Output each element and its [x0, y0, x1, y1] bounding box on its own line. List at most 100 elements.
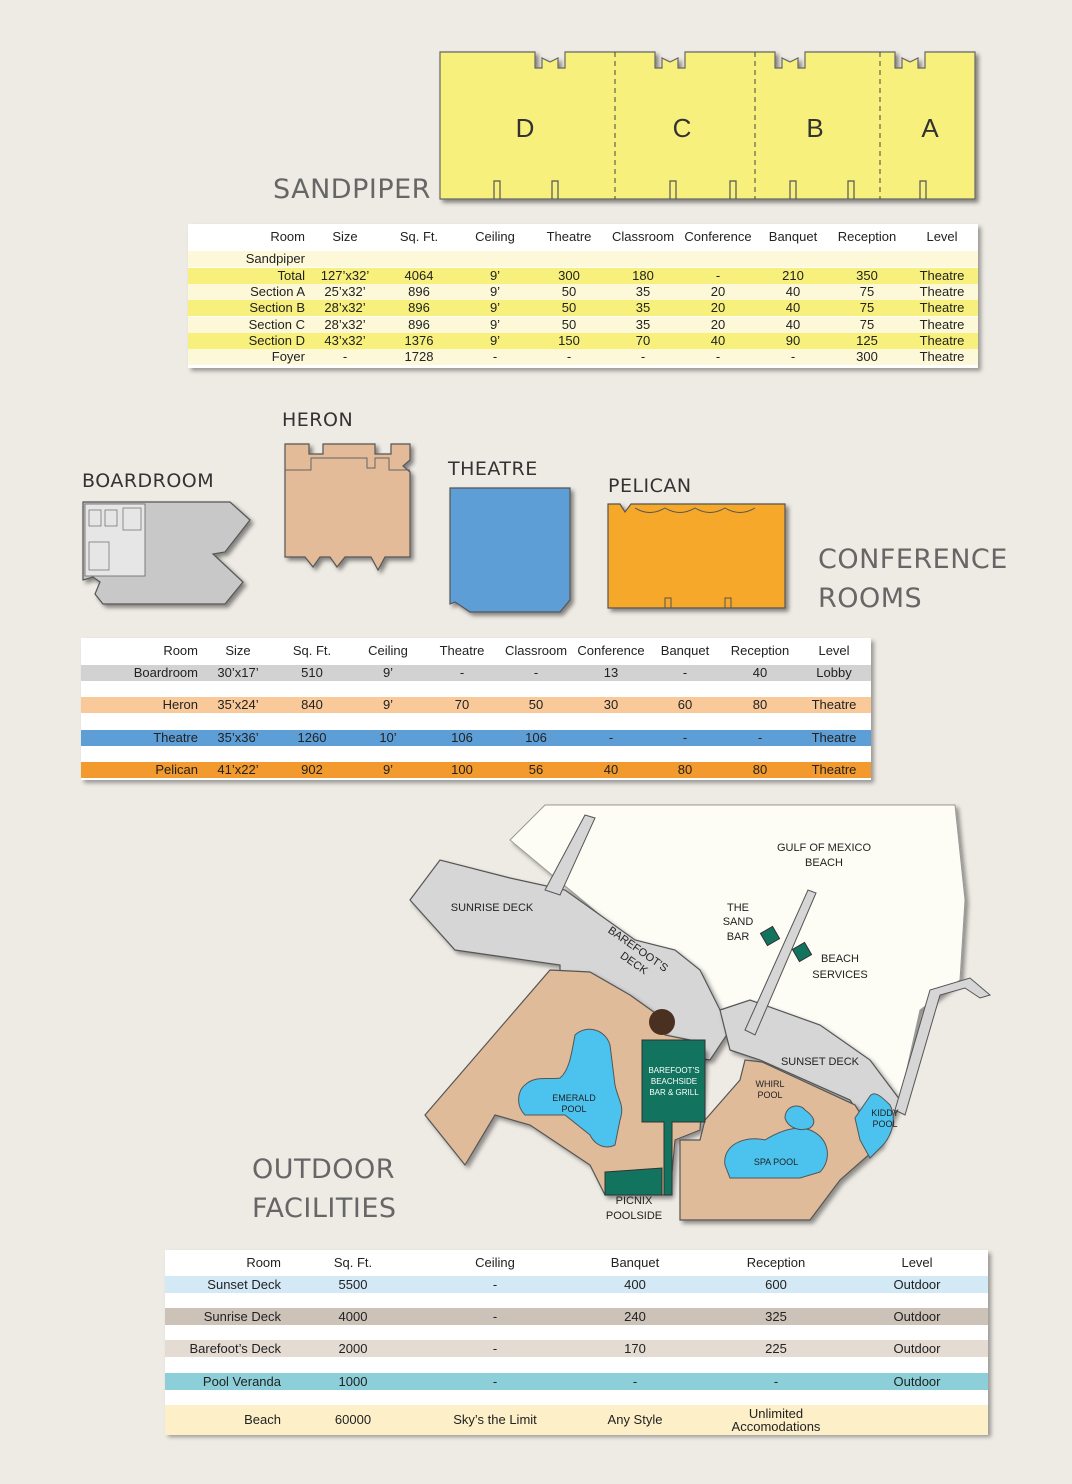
table-cell: Foyer [271, 349, 305, 364]
whirl-pool-label-line1: WHIRL [756, 1079, 785, 1089]
table-cell: 1728 [404, 349, 434, 364]
sunrise-deck-label: SUNRISE DECK [451, 902, 534, 914]
column-header: Reception [730, 643, 790, 658]
table-cell: 100 [451, 761, 473, 777]
column-header: Banquet [660, 643, 710, 658]
table-cell: 40 [603, 761, 619, 777]
table-cell: 10’ [379, 729, 397, 745]
table-cell: Section D [248, 332, 305, 348]
table-cell: 20 [710, 300, 726, 316]
table-cell: 30 [603, 697, 619, 713]
table-cell: 510 [301, 665, 323, 680]
table-cell: - [459, 665, 465, 680]
table-cell: Section B [249, 300, 305, 316]
reception-line1: Unlimited [748, 1406, 804, 1421]
table-cell: Sunrise Deck [203, 1309, 281, 1325]
column-header: Sq. Ft. [399, 229, 439, 244]
table-cell: 2000 [338, 1341, 368, 1357]
table-cell: - [492, 1309, 498, 1325]
table-cell: - [608, 729, 614, 745]
column-header: Room [246, 1255, 281, 1270]
table-cell: 127’x32’ [320, 268, 370, 283]
pier-north [544, 814, 596, 896]
theatre-shape [449, 487, 571, 613]
conference-title-line1: CONFERENCE [818, 544, 1008, 575]
table-cell: 1000 [338, 1373, 368, 1389]
kiddy-pool [854, 1093, 894, 1159]
table-cell: 35 [635, 300, 651, 316]
table-cell: 90 [785, 332, 801, 348]
table-cell: 1376 [404, 332, 434, 348]
table-cell: 80 [752, 697, 768, 713]
picnix-label-line1: PICNIX [616, 1195, 653, 1207]
table-cell: 40 [710, 332, 726, 348]
table-cell: 106 [525, 729, 547, 745]
column-header: Sq. Ft. [292, 643, 332, 658]
table-cell: 28’x32’ [324, 300, 366, 316]
table-cell: Section C [248, 316, 305, 332]
table-cell: 600 [765, 1277, 787, 1292]
column-header: Ceiling [368, 643, 408, 658]
table-cell: Theatre [919, 332, 965, 348]
table-cell: 20 [710, 316, 726, 332]
table-cell: - [682, 729, 688, 745]
heron-shape [284, 443, 411, 572]
conference-floorplans [82, 443, 786, 613]
table-cell: 13 [603, 665, 619, 680]
table-cell: 41’x22’ [217, 761, 259, 777]
sand-bar-hut [759, 925, 781, 947]
table-cell: 106 [451, 729, 473, 745]
table-cell: 896 [408, 300, 430, 316]
table-cell: Theatre [811, 697, 857, 713]
column-header: Size [225, 643, 251, 658]
column-header: Level [901, 1255, 933, 1270]
table-cell: 25’x32’ [324, 284, 366, 300]
table-cell: 896 [408, 316, 430, 332]
column-header: Ceiling [475, 229, 515, 244]
table-cell: 1260 [297, 729, 327, 745]
conference-title-line2: ROOMS [818, 583, 923, 614]
pelican-inner-wall [634, 507, 756, 513]
table-cell: - [533, 665, 539, 680]
table-cell: - [757, 729, 763, 745]
column-header: Conference [684, 229, 752, 244]
table-cell: Theatre [919, 268, 965, 283]
table-cell: Any Style [607, 1412, 663, 1427]
table-cell: 5500 [338, 1277, 368, 1292]
beach-services-label-line1: BEACH [821, 953, 859, 965]
section-a-label: A [921, 113, 939, 143]
table-cell: 4064 [404, 268, 434, 283]
table-cell: Beach [244, 1412, 281, 1427]
table-cell: Sunset Deck [207, 1277, 281, 1292]
table-cell: 9’ [489, 268, 501, 283]
column-header: Ceiling [475, 1255, 515, 1270]
column-header: Classroom [611, 229, 675, 244]
table-cell: 70 [454, 697, 470, 713]
pelican-title: PELICAN [608, 475, 692, 497]
table-cell: 35’x36’ [217, 729, 259, 745]
gulf-label-line1: GULF OF MEXICO [777, 842, 872, 854]
table-cell: - [715, 349, 721, 364]
table-cell: 70 [635, 332, 651, 348]
spa-pool-label: SPA POOL [754, 1157, 798, 1167]
table-cell: 80 [752, 761, 768, 777]
table-cell: 75 [859, 284, 875, 300]
table-cell: 840 [301, 697, 323, 713]
table-cell: 9’ [382, 697, 394, 713]
sand-bar-label-line3: BAR [727, 931, 750, 943]
conference-title: CONFERENCE ROOMS [818, 540, 1008, 618]
table-cell: - [492, 1373, 498, 1389]
emerald-pool-label-line2: POOL [561, 1104, 586, 1114]
table-cell: 50 [561, 316, 577, 332]
section-b-label: B [806, 113, 823, 143]
kiddy-pool-label-line2: POOL [872, 1119, 897, 1129]
column-header: Room [163, 643, 198, 658]
